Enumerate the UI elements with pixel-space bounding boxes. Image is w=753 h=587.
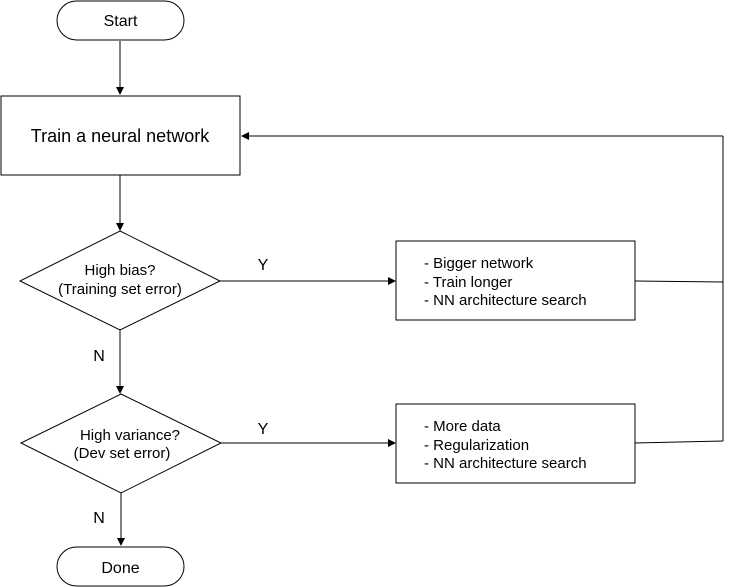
high-bias-decision: High bias? (Training set error) [18,230,222,331]
edge-variance-actions-feedback [634,440,724,444]
done-label: Done [101,560,139,577]
bias-action-1: - Bigger network [424,255,534,272]
edge-label-bias-no: N [93,348,105,365]
edge-label-bias-yes: Y [258,257,269,274]
train-node: Train a neural network [0,95,241,176]
high-bias-subtitle: (Training set error) [58,281,182,298]
start-node: Start [56,0,185,41]
variance-action-1: - More data [424,418,501,435]
variance-action-2: - Regularization [424,437,529,454]
bias-actions-node: - Bigger network - Train longer - NN arc… [395,240,636,321]
arrowhead-train-right [241,132,249,140]
high-bias-question: High bias? [85,262,156,279]
bias-action-2: - Train longer [424,274,512,291]
arrowhead-done-top [117,538,125,546]
arrowhead-variance-actions [388,439,396,447]
high-variance-question: High variance? [80,427,180,444]
variance-action-3: - NN architecture search [424,455,587,472]
arrowhead-bias-actions [388,277,396,285]
done-node: Done [56,546,185,587]
high-variance-subtitle: (Dev set error) [74,445,171,462]
start-label: Start [104,13,138,30]
high-variance-decision: High variance? (Dev set error) [19,393,223,494]
train-label: Train a neural network [31,126,210,146]
bias-action-3: - NN architecture search [424,292,587,309]
edge-label-variance-yes: Y [258,421,269,438]
variance-actions-node: - More data - Regularization - NN archit… [395,403,636,484]
arrowhead-high-bias-top [116,223,124,231]
edge-bias-actions-feedback [634,280,724,283]
arrowhead-train-top [116,87,124,95]
edge-label-variance-no: N [93,510,105,527]
arrowhead-high-variance-top [116,386,124,394]
